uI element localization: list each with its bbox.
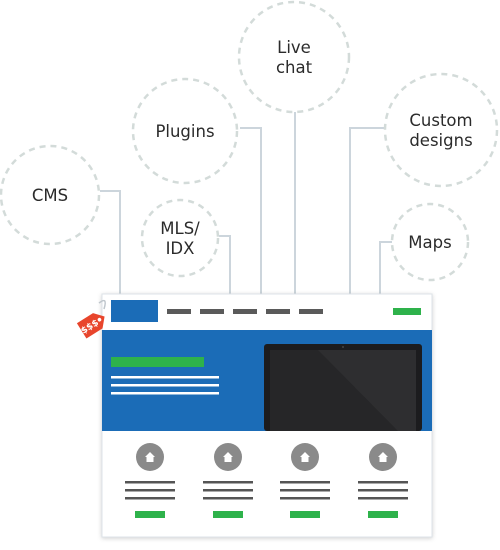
bubble-label: CMS: [32, 186, 68, 205]
bubble-label: chat: [276, 58, 313, 77]
bubble-maps: Maps: [390, 202, 470, 282]
card-button: [213, 511, 243, 518]
bubble-circle: [131, 77, 239, 185]
bubble-circle: [390, 202, 470, 282]
bubble-circle: [140, 198, 220, 278]
bubble-circle: [383, 72, 499, 188]
listing-cards: [125, 443, 408, 518]
connector-plugins: [240, 127, 262, 294]
house-shape: [378, 452, 388, 462]
bubble-label: Plugins: [155, 122, 214, 141]
bubble-label: IDX: [166, 239, 195, 258]
card-text-line: [280, 489, 330, 492]
card-button: [290, 511, 320, 518]
hero-text-line: [111, 376, 219, 379]
bubble-circle: [237, 0, 351, 114]
nav-dash: [200, 309, 224, 314]
card-text-line: [125, 497, 175, 500]
mockup-nav: [167, 309, 323, 314]
card-button: [135, 511, 165, 518]
bubble-plugins: Plugins: [131, 77, 239, 185]
card-text-line: [358, 497, 408, 500]
mockup-logo: [111, 300, 158, 322]
nav-dash: [167, 309, 191, 314]
card-text-line: [358, 481, 408, 484]
listing-card: [125, 443, 175, 518]
bubble-circle: [0, 144, 101, 246]
tablet-screen: [264, 344, 422, 431]
listing-card: [358, 443, 408, 518]
bubble-label: Maps: [408, 233, 451, 252]
card-text-line: [203, 497, 253, 500]
bubble-label: Custom: [409, 111, 472, 130]
card-text-line: [280, 497, 330, 500]
card-text-line: [280, 481, 330, 484]
nav-dash: [233, 309, 257, 314]
connector-mls-idx: [219, 235, 231, 294]
bubble-label: Live: [277, 38, 311, 57]
hero-text-line: [111, 384, 219, 387]
listing-card: [280, 443, 330, 518]
house-shape: [300, 452, 310, 462]
house-shape: [223, 452, 233, 462]
card-text-line: [125, 481, 175, 484]
bubble-label: designs: [409, 131, 472, 150]
listing-card: [203, 443, 253, 518]
connector-cms: [100, 190, 121, 294]
nav-dash: [299, 309, 323, 314]
card-text-line: [203, 489, 253, 492]
card-text-line: [125, 489, 175, 492]
card-text-line: [358, 489, 408, 492]
connector-lines: [100, 112, 392, 294]
bubble-mls-idx: MLS/IDX: [140, 198, 220, 278]
bubble-label: MLS/: [160, 219, 200, 238]
card-button: [368, 511, 398, 518]
hero-headline: [111, 357, 204, 367]
bubble-cms: CMS: [0, 144, 101, 246]
connector-custom-designs: [349, 127, 386, 294]
website-mockup: [101, 293, 433, 538]
mockup-cta-button: [393, 308, 421, 315]
price-tag-icon: $$$: [76, 299, 106, 339]
hero-text-line: [111, 392, 219, 395]
card-text-line: [203, 481, 253, 484]
nav-dash: [266, 309, 290, 314]
house-shape: [145, 452, 155, 462]
connector-maps: [379, 241, 392, 294]
